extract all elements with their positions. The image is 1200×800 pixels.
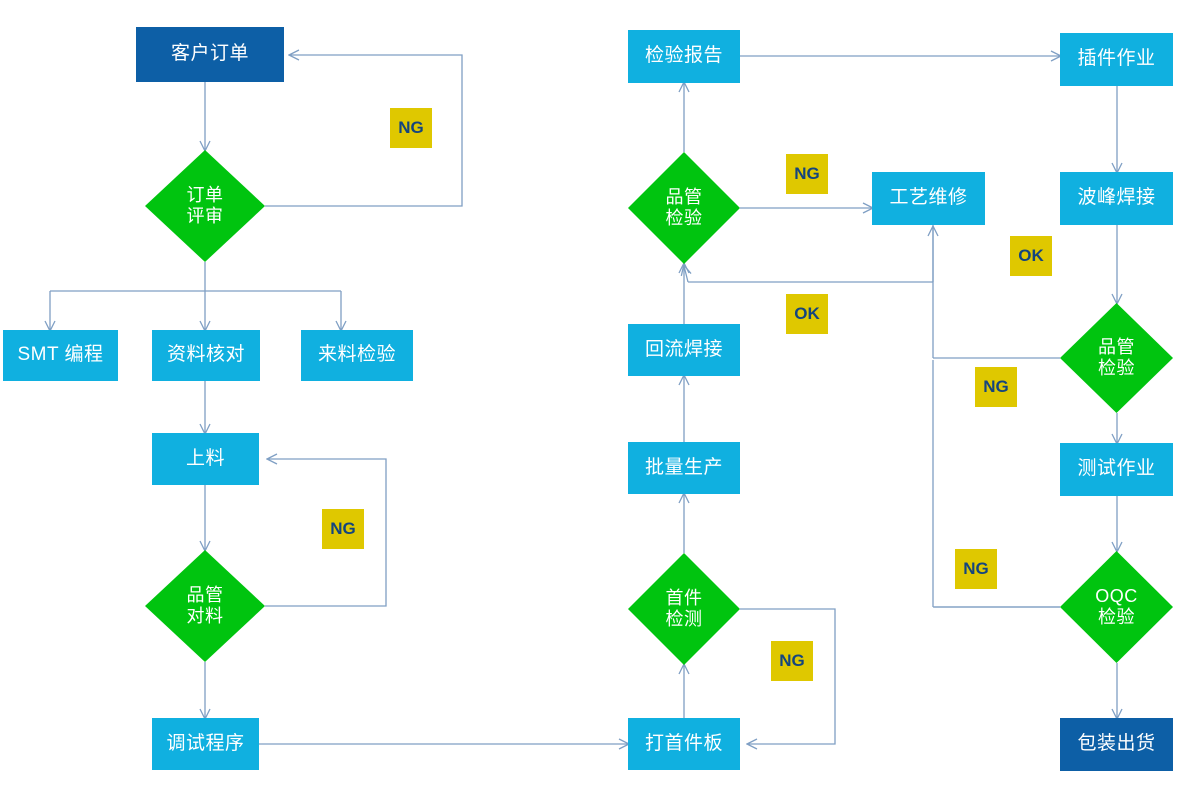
node-packing-shipment[interactable]: 包装出货 xyxy=(1060,718,1173,771)
node-data-verification[interactable]: 资料核对 xyxy=(152,330,260,381)
node-label: 波峰焊接 xyxy=(1077,187,1156,209)
label-text: NG xyxy=(963,559,989,578)
node-label: 资料核对 xyxy=(166,344,245,366)
node-label: 首件检测 xyxy=(665,587,703,629)
node-label: 批量生产 xyxy=(644,456,723,478)
node-process-repair[interactable]: 工艺维修 xyxy=(872,172,985,225)
label-text: NG xyxy=(330,519,356,538)
node-label: 测试作业 xyxy=(1077,458,1156,480)
node-label: 上料 xyxy=(185,447,225,469)
node-label: 品管对料 xyxy=(186,584,224,626)
node-smt-programming[interactable]: SMT 编程 xyxy=(3,330,118,381)
label-text: OK xyxy=(1018,246,1044,265)
edge-label-ok-repair-return: OK xyxy=(786,294,828,334)
node-label: 检验报告 xyxy=(644,45,723,67)
edge-label-ng-qc-smt: NG xyxy=(786,154,828,194)
label-text: NG xyxy=(794,164,820,183)
node-label: 包装出货 xyxy=(1077,733,1156,755)
node-insertion-operation[interactable]: 插件作业 xyxy=(1060,33,1173,86)
node-material-loading[interactable]: 上料 xyxy=(152,433,259,485)
node-label: 客户订单 xyxy=(170,43,249,65)
node-label: 订单评审 xyxy=(186,184,224,226)
label-text: NG xyxy=(398,118,424,137)
edge-label-ng-qc-material: NG xyxy=(322,509,364,549)
edge-label-ok-wave-solder: OK xyxy=(1010,236,1052,276)
node-label: 品管检验 xyxy=(1098,336,1135,378)
node-first-article-inspection[interactable]: 首件检测 xyxy=(628,553,740,665)
edge-label-ng-qc-dip: NG xyxy=(975,367,1017,407)
edge-label-ng-order-review: NG xyxy=(390,108,432,148)
node-print-first-article[interactable]: 打首件板 xyxy=(628,718,740,770)
node-label: 品管检验 xyxy=(665,186,703,228)
edge-label-ng-oqc: NG xyxy=(955,549,997,589)
edge-label-ng-first-article: NG xyxy=(771,641,813,681)
edge-review-ng-loop xyxy=(265,55,463,207)
node-debug-program[interactable]: 调试程序 xyxy=(152,718,259,770)
node-label: 工艺维修 xyxy=(889,187,968,209)
node-reflow-soldering[interactable]: 回流焊接 xyxy=(628,324,740,376)
node-inspection-report[interactable]: 检验报告 xyxy=(628,30,740,83)
node-customer-order[interactable]: 客户订单 xyxy=(136,27,284,82)
node-incoming-inspection[interactable]: 来料检验 xyxy=(301,330,413,381)
node-label: 来料检验 xyxy=(317,344,396,366)
node-label: SMT 编程 xyxy=(17,344,104,366)
node-order-review[interactable]: 订单评审 xyxy=(145,150,265,262)
node-label: 打首件板 xyxy=(644,732,723,754)
node-test-operation[interactable]: 测试作业 xyxy=(1060,443,1173,496)
node-label: 调试程序 xyxy=(166,732,245,754)
label-text: NG xyxy=(983,377,1009,396)
node-mass-production[interactable]: 批量生产 xyxy=(628,442,740,494)
label-text: NG xyxy=(779,651,805,670)
node-qc-material-match[interactable]: 品管对料 xyxy=(145,550,265,662)
node-wave-soldering[interactable]: 波峰焊接 xyxy=(1060,172,1173,225)
node-qc-inspection-smt[interactable]: 品管检验 xyxy=(628,152,740,264)
node-qc-inspection-dip[interactable]: 品管检验 xyxy=(1060,303,1173,413)
label-text: OK xyxy=(794,304,820,323)
node-label: 插件作业 xyxy=(1077,48,1156,70)
edge-repair-ok-to-qc-inspect xyxy=(684,266,688,283)
node-label: 回流焊接 xyxy=(644,338,723,360)
